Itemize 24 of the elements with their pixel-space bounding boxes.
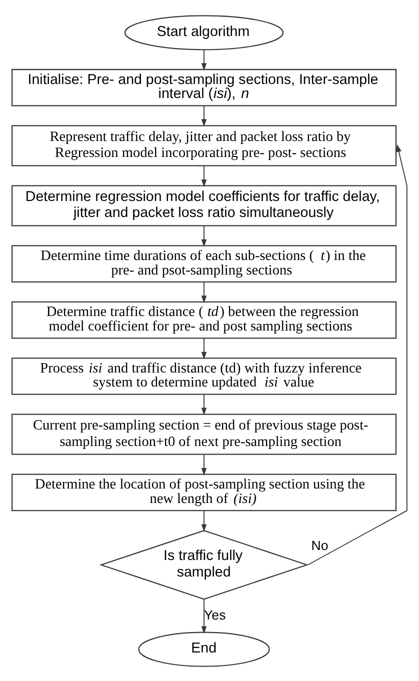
arrow [201,393,207,415]
node-box: Initialise: Pre- and post-sampling sections, Inter-sample interval (isi), n [12,68,397,106]
node-ellipse: End [138,631,270,666]
arrow [201,510,207,532]
arrow [201,165,207,187]
node-box: Determine regression model coefficients for traffic delay, jitter and packet loss ratio simultaneously [12,184,397,226]
node-box: Determine time durations of each sub-sections (t) in the pre- and psot-sampling sections [12,244,397,282]
edge-label: Yes [204,606,226,622]
arrow [201,104,207,126]
arrow [201,281,207,303]
node-box: Current pre-sampling section = end of previous stage post-sampling section+t0 of next pre-sampling section [12,413,397,454]
node-box: Process isi and traffic distance (td) with fuzzy inference system to determine updated isi value [12,357,397,394]
node-box: Represent traffic delay, jitter and packet loss ratio by Regression model incorporating pre- post- sections [12,124,397,166]
arrow [201,454,207,476]
arrow [201,598,207,634]
edge-label: No [311,538,328,553]
arrow [201,337,207,359]
arrow [307,144,408,565]
arrow [201,48,207,70]
node-ellipse: Start algorithm [124,14,284,50]
node-box: Determine the location of post-sampling section using the new length of (isi) [12,473,397,511]
arrow [201,225,207,247]
node-box: Determine traffic distance (td) between the regression model coefficient for pre- and post sampling sections [12,300,397,338]
node-diamond: Is traffic fully sampled [99,529,309,600]
